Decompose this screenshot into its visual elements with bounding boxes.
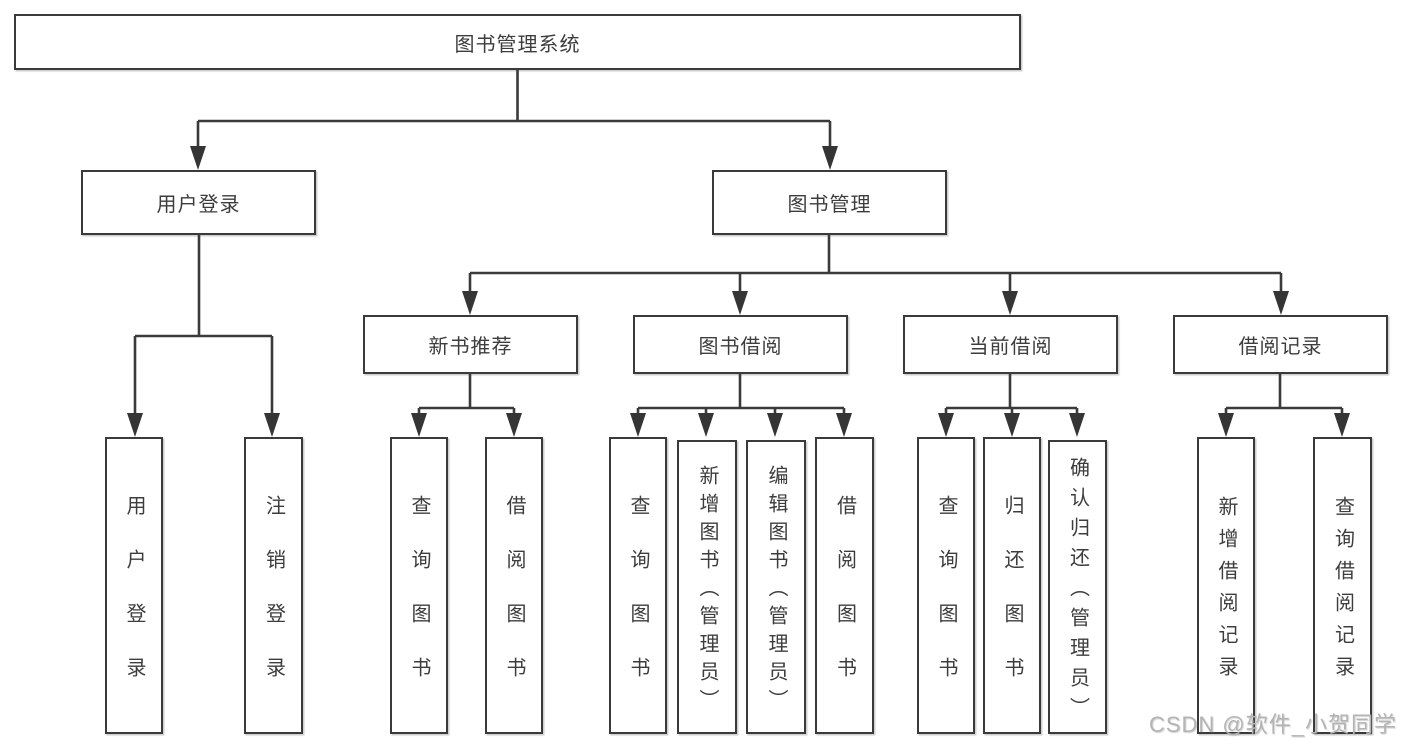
leaf-label: 查询图书 [408, 494, 430, 711]
leaf-label: 借阅图书 [833, 494, 856, 711]
leaf-label: 新增图书（管理员） [696, 465, 718, 717]
leaf-label: 借阅图书 [503, 494, 525, 711]
leaf-label: 确认归还（管理员） [1066, 457, 1089, 727]
node-new-book-recommend-label: 新书推荐 [428, 336, 513, 358]
arrow-down-icon [264, 413, 280, 437]
leaf-label: 注销登录 [262, 494, 285, 711]
leaf-return-book: 归还图书 [983, 437, 1041, 734]
node-user-login: 用户登录 [81, 170, 316, 235]
node-borrow-records: 借阅记录 [1173, 315, 1388, 374]
arrow-down-icon [462, 291, 478, 315]
arrow-down-icon [732, 291, 748, 315]
node-book-borrow-label: 图书借阅 [698, 336, 783, 358]
leaf-confirm-return-admin: 确认归还（管理员） [1048, 440, 1107, 734]
node-book-borrow: 图书借阅 [633, 315, 848, 374]
arrow-down-icon [630, 413, 646, 437]
wire-book-management-to-level3 [462, 235, 1289, 315]
arrow-down-icon [822, 146, 838, 170]
node-current-borrow: 当前借阅 [903, 315, 1118, 374]
leaf-logout: 注销登录 [244, 437, 303, 734]
arrow-down-icon [1218, 413, 1234, 437]
node-book-management-label: 图书管理 [787, 194, 872, 216]
arrow-down-icon [190, 146, 206, 170]
leaf-edit-book-admin: 编辑图书（管理员） [746, 440, 806, 734]
wire-user-login-to-leaves [127, 235, 280, 437]
arrow-down-icon [1273, 291, 1289, 315]
leaf-query-book-1: 查询图书 [390, 437, 448, 734]
arrow-down-icon [1002, 291, 1018, 315]
arrow-down-icon [1004, 413, 1020, 437]
wire-new-book-recommend-to-leaves [411, 374, 522, 437]
node-new-book-recommend: 新书推荐 [363, 315, 578, 374]
leaf-borrow-book-1: 借阅图书 [485, 437, 543, 734]
arrow-down-icon [1334, 413, 1350, 437]
watermark: CSDN @软件_小贺同学 [1148, 712, 1397, 737]
leaf-add-borrow-record: 新增借阅记录 [1197, 437, 1255, 734]
leaf-borrow-book-2: 借阅图书 [815, 437, 874, 734]
arrow-down-icon [938, 413, 954, 437]
leaf-label: 用户登录 [123, 494, 145, 711]
arrow-down-icon [1069, 413, 1085, 437]
node-root: 图书管理系统 [14, 14, 1021, 70]
wire-current-borrow-to-leaves [938, 374, 1085, 437]
arrow-down-icon [127, 413, 143, 437]
leaf-label: 归还图书 [1001, 494, 1023, 711]
leaf-label: 编辑图书（管理员） [765, 465, 787, 717]
arrow-down-icon [836, 413, 852, 437]
arrow-down-icon [698, 413, 714, 437]
node-root-label: 图书管理系统 [454, 33, 581, 56]
node-user-login-label: 用户登录 [156, 194, 241, 216]
node-borrow-records-label: 借阅记录 [1238, 336, 1323, 358]
arrow-down-icon [767, 413, 783, 437]
node-current-borrow-label: 当前借阅 [968, 336, 1053, 358]
leaf-add-book-admin: 新增图书（管理员） [677, 440, 737, 734]
leaf-query-book-3: 查询图书 [917, 437, 975, 734]
arrow-down-icon [411, 413, 427, 437]
leaf-user-login: 用户登录 [105, 437, 163, 734]
leaf-query-book-2: 查询图书 [609, 437, 667, 734]
leaf-label: 查询图书 [627, 494, 649, 711]
wire-borrow-records-to-leaves [1218, 374, 1350, 437]
node-book-management: 图书管理 [712, 170, 947, 235]
leaf-label: 新增借阅记录 [1215, 495, 1237, 688]
arrow-down-icon [506, 413, 522, 437]
leaf-label: 查询图书 [935, 494, 957, 711]
wire-root-to-level2 [190, 70, 838, 170]
wire-book-borrow-to-leaves [630, 374, 852, 437]
leaf-label: 查询借阅记录 [1331, 495, 1354, 688]
leaf-query-borrow-record: 查询借阅记录 [1313, 437, 1372, 734]
